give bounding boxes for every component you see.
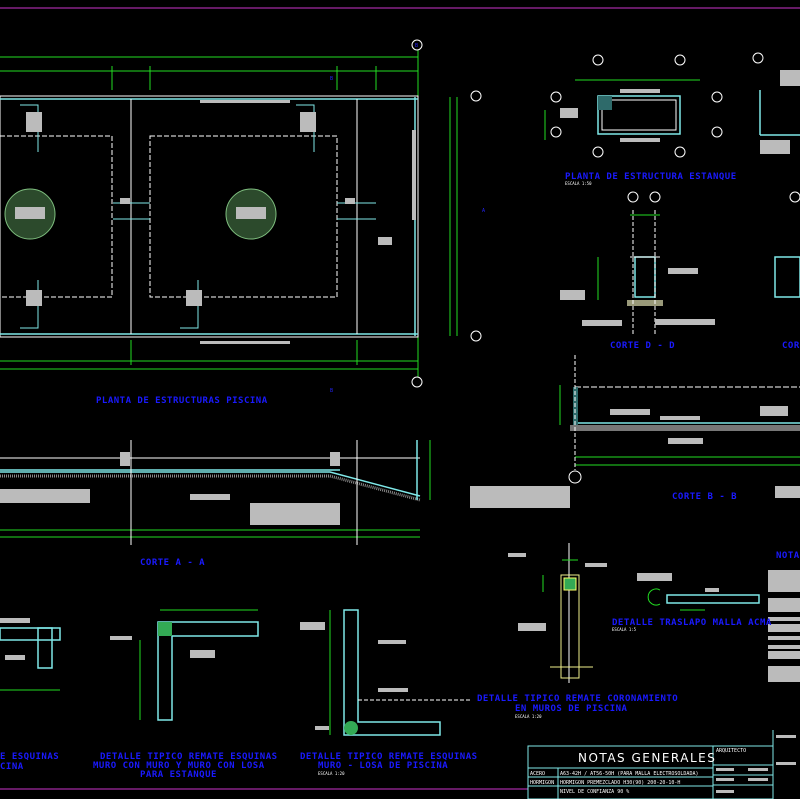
detail-corner-right: DETALLE TIPICO REMATE ESQUINAS MURO - LO…: [300, 609, 478, 776]
general-notes: NOTA: [768, 551, 800, 682]
section-bb-title: CORTE B - B: [672, 492, 737, 502]
notes-heading: NOTA: [776, 551, 800, 561]
title-block-row-label: HORMIGON: [530, 780, 554, 786]
detail-splice: DETALLE TRASLAPO MALLA ACMA ESCALA 1:5: [612, 573, 772, 632]
pool-plan-title: PLANTA DE ESTRUCTURAS PISCINA: [96, 396, 268, 406]
detail-corner-left-title-1: E ESQUINAS: [0, 752, 59, 762]
detail-corner-left: E ESQUINAS CINA: [0, 618, 61, 772]
section-dd: CORTE D - D COR: [560, 191, 800, 351]
detail-splice-scale: ESCALA 1:5: [612, 627, 637, 632]
title-block-row-value: A63-42H / AT56-50H (PARA MALLA ELECTROSO…: [560, 771, 698, 777]
section-dd-title: CORTE D - D: [610, 341, 675, 351]
section-marker-b-top: B: [330, 76, 333, 82]
section-cut-title: COR: [782, 341, 800, 351]
tank-plan: PLANTA DE ESTRUCTURA ESTANQUE ESCALA 1:5…: [544, 52, 800, 186]
section-marker-b-bottom: B: [330, 388, 333, 394]
detail-coping-title-1: DETALLE TIPICO REMATE CORONAMIENTO: [477, 694, 678, 704]
detail-corner-right-scale: ESCALA 1:20: [318, 771, 345, 776]
drain-grate-left: [4, 188, 56, 240]
title-block-row-value: HORMIGON PREMEZCLADO H30(90) 200-20-10-H: [560, 780, 680, 786]
tank-plan-title: PLANTA DE ESTRUCTURA ESTANQUE: [565, 172, 737, 182]
detail-splice-title: DETALLE TRASLAPO MALLA ACMA: [612, 618, 772, 628]
title-block-architect: ARQUITECTO: [716, 748, 746, 754]
section-marker-a: A: [482, 208, 485, 214]
title-block-fields: [716, 735, 796, 793]
detail-corner-mid-title-2: MURO CON MURO Y MURO CON LOSA: [93, 761, 265, 771]
title-block-row-label: ACERO: [530, 771, 545, 777]
detail-corner-right-title-2: MURO - LOSA DE PISCINA: [318, 761, 448, 771]
detail-corner-right-title-1: DETALLE TIPICO REMATE ESQUINAS: [300, 752, 478, 762]
title-block-row-value: NIVEL DE CONFIANZA 90 %: [560, 789, 629, 795]
detail-coping: DETALLE TIPICO REMATE CORONAMIENTO EN MU…: [477, 543, 678, 719]
tank-plan-scale: ESCALA 1:50: [565, 181, 592, 186]
detail-coping-scale: ESCALA 1:20: [515, 714, 542, 719]
detail-coping-title-2: EN MUROS DE PISCINA: [515, 704, 628, 714]
section-bb: CORTE B - B: [470, 355, 800, 508]
section-aa: CORTE A - A: [0, 440, 431, 568]
title-block: [527, 730, 774, 799]
detail-corner-mid-title-3: PARA ESTANQUE: [140, 770, 217, 780]
pool-plan: B B B A PLANTA DE ESTRUCTURAS PISCINA: [0, 39, 485, 406]
drain-grate-right: [225, 188, 277, 240]
section-aa-title: CORTE A - A: [140, 558, 205, 568]
title-block-heading: NOTAS GENERALES: [578, 751, 716, 765]
detail-corner-mid-title-1: DETALLE TIPICO REMATE ESQUINAS: [100, 752, 278, 762]
detail-corner-left-title-2: CINA: [0, 762, 24, 772]
detail-corner-mid: DETALLE TIPICO REMATE ESQUINAS MURO CON …: [93, 609, 325, 780]
svg-text:B: B: [415, 43, 418, 49]
